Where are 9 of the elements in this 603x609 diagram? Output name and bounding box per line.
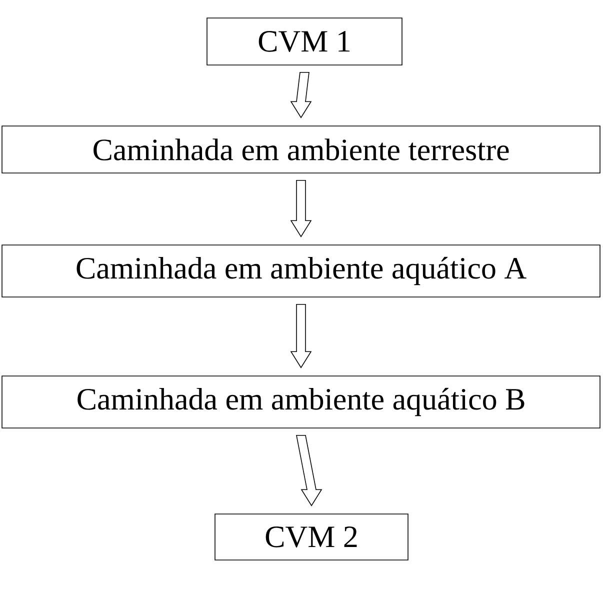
process-box: Caminhada em ambiente terrestre: [2, 126, 600, 174]
block-arrow: [290, 304, 312, 368]
process-box: CVM 1: [206, 18, 402, 66]
block-arrow: [296, 435, 322, 506]
process-box: CVM 2: [214, 514, 408, 560]
block-arrow: [290, 180, 312, 238]
process-box: Caminhada em ambiente aquático A: [2, 244, 600, 298]
process-box: Caminhada em ambiente aquático B: [2, 376, 600, 428]
block-arrow: [290, 72, 312, 118]
